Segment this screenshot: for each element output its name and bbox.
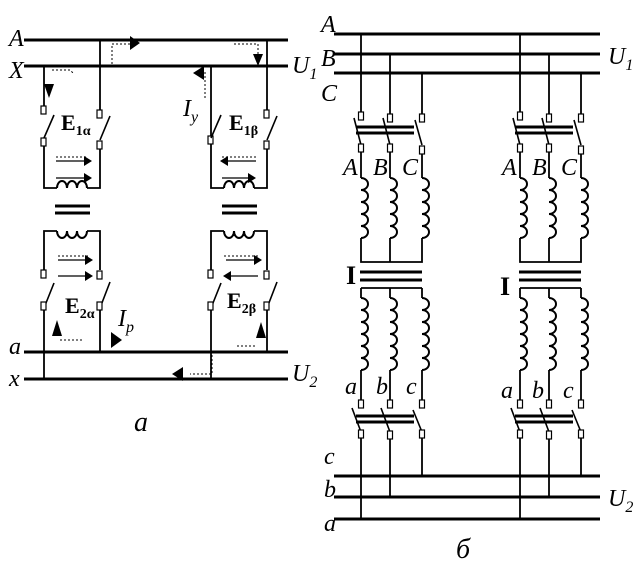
circulating-current-path (44, 36, 266, 381)
emf-label-E2b: E2β (227, 288, 256, 317)
emf-label-E1a: E1α (61, 110, 91, 139)
bus-label-a: a (9, 334, 21, 360)
bus-label-x: x (8, 366, 20, 392)
voltage-label-U2-b: U2 (608, 486, 633, 516)
current-label-Iy: Iу (182, 96, 199, 126)
hv-bus-label-C: C (321, 81, 338, 107)
lv-bus-label-a: a (324, 511, 336, 537)
voltage-label-U1-b: U1 (608, 44, 633, 74)
voltage-label-U2: U2 (292, 361, 317, 391)
t2-hv-label-B: B (532, 155, 547, 181)
current-arrow-top (130, 36, 140, 50)
current-arrow-Ip (111, 332, 122, 348)
three-phase-transformer-1: A B C I a b c (341, 34, 430, 519)
t2-group-label: I (500, 272, 510, 301)
voltage-label-U1: U1 (292, 53, 317, 83)
t1-hv-label-A: A (341, 155, 358, 181)
t1-lv-label-a: a (345, 374, 357, 400)
t1-lv-label-b: b (376, 374, 388, 400)
lv-bus-label-b: b (324, 477, 336, 503)
caption-b: б (456, 534, 471, 565)
t2-lv-label-a: a (501, 378, 513, 404)
diagram-a: A X a x U1 U2 (7, 26, 317, 438)
t1-lv-label-c: c (406, 374, 417, 400)
transformer-alpha: E1α E2α (40, 40, 111, 379)
transformer-beta: E1β E2β (207, 40, 278, 379)
current-arrow-X (193, 66, 204, 80)
current-label-Ip: Iр (117, 306, 134, 336)
emf-label-E2a: E2α (65, 293, 95, 322)
caption-a: а (134, 407, 148, 438)
current-arrow-x (172, 367, 183, 381)
t1-hv-label-B: B (373, 155, 388, 181)
t2-lv-label-b: b (532, 378, 544, 404)
three-phase-transformer-2: A B C I a b c (500, 34, 589, 519)
emf-label-E1b: E1β (229, 110, 258, 139)
hv-bus-label-A: A (319, 12, 336, 38)
bus-label-A: A (7, 26, 24, 52)
t2-hv-label-A: A (500, 155, 517, 181)
lv-bus-label-c: c (324, 444, 335, 470)
t1-group-label: I (346, 261, 356, 290)
t2-lv-label-c: c (563, 378, 574, 404)
t2-hv-label-C: C (561, 155, 578, 181)
t1-hv-label-C: C (402, 155, 419, 181)
current-arrow-E2a (52, 320, 62, 336)
diagram-b: A B C U1 c b a U2 (319, 12, 633, 565)
bus-label-X: X (8, 58, 25, 84)
hv-bus-label-B: B (321, 46, 336, 72)
